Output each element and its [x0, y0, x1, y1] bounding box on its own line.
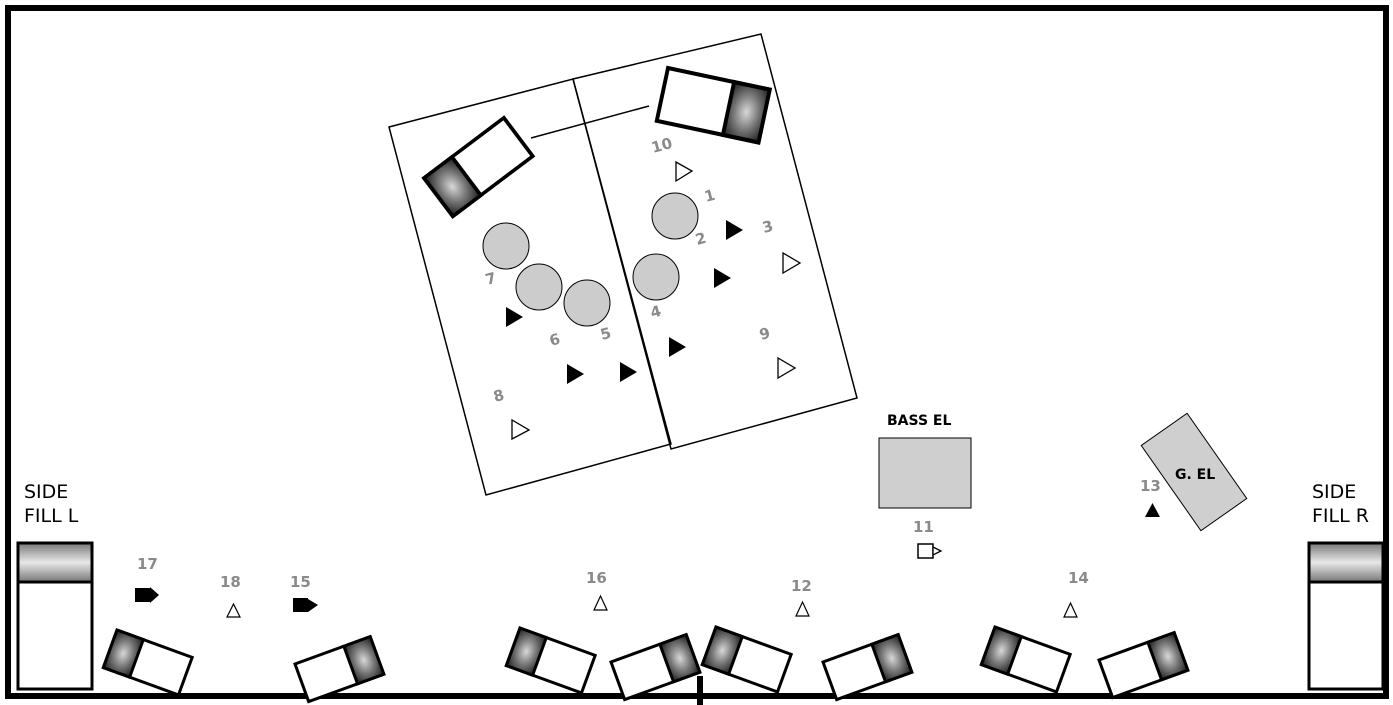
riser-right: [572, 33, 858, 450]
mic-3-icon: [782, 251, 802, 275]
number-5: 5: [598, 324, 613, 344]
wedge-riser-right: [657, 68, 770, 142]
mic-4-icon: [669, 337, 686, 357]
side-fill-r-line2: FILL R: [1312, 505, 1369, 527]
mic-9-icon: [777, 356, 797, 380]
side-fill-l-line1: SIDE: [24, 481, 68, 503]
side-fill-l-line2: FILL L: [24, 505, 79, 527]
number-3: 3: [760, 217, 775, 237]
number-15: 15: [290, 573, 311, 591]
floor-wedge-1: [101, 628, 194, 697]
floor-wedge-8: [1097, 631, 1190, 700]
di-11-icon: [917, 543, 943, 559]
number-10: 10: [649, 134, 674, 157]
mic-5-icon: [620, 362, 637, 382]
number-6: 6: [547, 330, 562, 350]
mic-8-icon: [511, 418, 531, 441]
floor-wedge-7: [979, 625, 1072, 694]
number-16: 16: [586, 569, 607, 587]
mic-10-icon: [675, 160, 694, 183]
number-7: 7: [483, 269, 498, 289]
number-17: 17: [137, 555, 158, 573]
bass-amp-label: BASS EL: [887, 413, 951, 429]
mic-7-icon: [506, 307, 523, 327]
mic-16-icon: [593, 594, 608, 611]
center-mark: [697, 676, 703, 705]
riser-left: [388, 78, 672, 496]
wedge-riser-left: [422, 115, 535, 219]
mic-13-icon: [1145, 503, 1160, 517]
mic-6-icon: [567, 364, 584, 384]
mic-12-icon: [795, 600, 810, 617]
side-fill-left: [16, 541, 94, 691]
mic-1-icon: [726, 220, 743, 240]
drum-3: [482, 222, 530, 270]
guitar-amp: [1140, 412, 1248, 532]
floor-wedge-2: [293, 635, 386, 704]
number-14: 14: [1068, 569, 1089, 587]
number-8: 8: [491, 386, 506, 406]
side-fill-right: [1307, 541, 1385, 691]
di-17-icon: [135, 587, 159, 603]
number-9: 9: [757, 324, 772, 344]
mic-14-icon: [1063, 601, 1078, 618]
floor-wedge-6: [821, 633, 914, 702]
drum-4: [515, 263, 563, 311]
number-1: 1: [702, 186, 717, 206]
number-11: 11: [913, 518, 934, 536]
drum-5: [563, 279, 611, 327]
number-12: 12: [791, 577, 812, 595]
mic-18-icon: [226, 602, 241, 618]
number-13: 13: [1140, 477, 1161, 495]
drum-2: [632, 253, 680, 301]
guitar-amp-label: G. EL: [1175, 467, 1215, 483]
floor-wedge-4: [609, 633, 702, 702]
bass-amp: [878, 437, 972, 509]
number-2: 2: [693, 229, 708, 249]
floor-wedge-3: [504, 626, 597, 695]
number-18: 18: [220, 573, 241, 591]
floor-wedge-5: [700, 625, 793, 694]
cable-line: [530, 105, 650, 139]
di-15-icon: [293, 598, 318, 612]
side-fill-r-line1: SIDE: [1312, 481, 1356, 503]
mic-2-icon: [714, 268, 731, 288]
number-4: 4: [648, 302, 663, 322]
drum-1: [651, 192, 699, 240]
